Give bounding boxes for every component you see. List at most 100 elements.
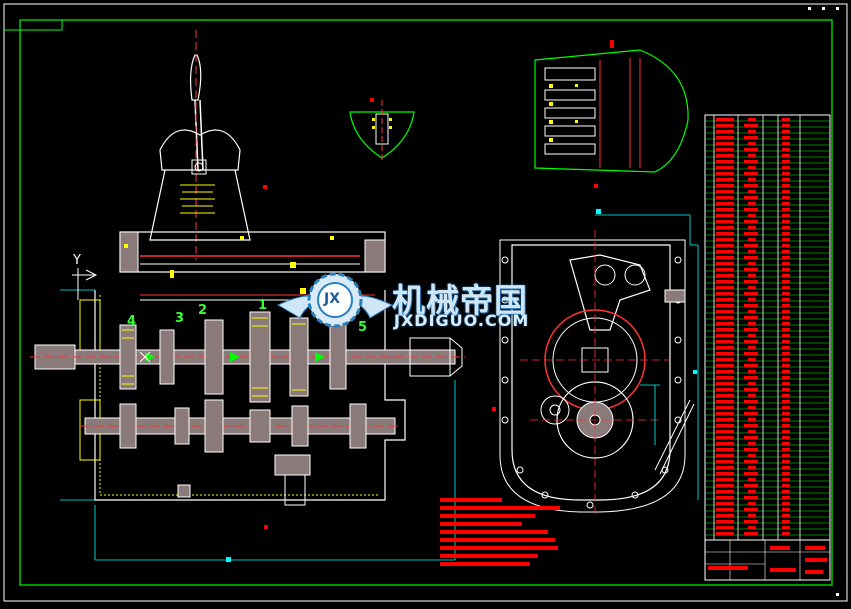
part-number-1: 1 — [258, 298, 268, 313]
table-cell-mark — [716, 190, 734, 193]
table-cell-mark — [716, 364, 734, 367]
table-cell-mark — [748, 478, 756, 481]
table-cell-mark — [716, 412, 734, 415]
table-cell-mark — [744, 448, 758, 451]
table-cell-mark — [782, 196, 790, 199]
table-cell-mark — [782, 370, 790, 373]
table-cell-mark — [748, 502, 756, 505]
table-cell-mark — [748, 190, 756, 193]
table-cell-mark — [744, 388, 758, 391]
table-cell-mark — [782, 316, 790, 319]
table-cell-mark — [782, 124, 790, 127]
table-cell-mark — [744, 520, 758, 523]
table-cell-mark — [782, 280, 790, 283]
table-cell-mark — [782, 274, 790, 277]
table-cell-mark — [744, 160, 758, 163]
table-cell-mark — [744, 196, 758, 199]
table-cell-mark — [716, 490, 734, 493]
watermark-title: 机械帝国 — [392, 281, 528, 320]
table-cell-mark — [716, 328, 734, 331]
table-cell-mark — [716, 526, 734, 529]
table-cell-mark — [748, 358, 756, 361]
table-cell-mark — [716, 244, 734, 247]
table-cell-mark — [744, 496, 758, 499]
table-cell-mark — [716, 310, 734, 313]
table-cell-mark — [782, 526, 790, 529]
end-view-dimensions — [595, 214, 699, 500]
table-cell-mark — [782, 334, 790, 337]
table-cell-mark — [716, 418, 734, 421]
table-cell-mark — [716, 268, 734, 271]
table-cell-mark — [748, 142, 756, 145]
table-cell-mark — [716, 136, 734, 139]
table-cell-mark — [716, 508, 734, 511]
table-cell-mark — [716, 502, 734, 505]
table-cell-mark — [782, 172, 790, 175]
table-cell-mark — [748, 454, 756, 457]
table-cell-mark — [716, 148, 734, 151]
table-cell-mark — [716, 298, 734, 301]
table-cell-mark — [716, 142, 734, 145]
table-cell-mark — [782, 268, 790, 271]
table-cell-mark — [782, 184, 790, 187]
table-cell-mark — [782, 322, 790, 325]
table-cell-mark — [716, 460, 734, 463]
part-number-3: 3 — [175, 311, 185, 326]
table-cell-mark — [716, 304, 734, 307]
table-cell-mark — [716, 124, 734, 127]
table-cell-mark — [782, 232, 790, 235]
table-cell-mark — [782, 364, 790, 367]
output-flange — [409, 337, 451, 377]
table-cell-mark — [744, 172, 758, 175]
table-cell-mark — [782, 136, 790, 139]
table-cell-mark — [748, 118, 756, 121]
table-cell-mark — [782, 148, 790, 151]
table-cell-mark — [716, 454, 734, 457]
table-cell-mark — [744, 244, 758, 247]
table-cell-mark — [744, 340, 758, 343]
table-cell-mark — [782, 376, 790, 379]
table-cell-mark — [716, 292, 734, 295]
table-cell-mark — [782, 298, 790, 301]
table-cell-mark — [744, 268, 758, 271]
table-cell-mark — [716, 496, 734, 499]
table-cell-mark — [716, 208, 734, 211]
main-section-view — [30, 30, 496, 562]
table-cell-mark — [716, 250, 734, 253]
table-cell-mark — [782, 202, 790, 205]
corner-tab — [4, 20, 63, 31]
table-cell-mark — [748, 262, 756, 265]
table-cell-mark — [716, 532, 734, 535]
end-section-view — [499, 209, 699, 515]
table-cell-mark — [782, 262, 790, 265]
table-cell-mark — [782, 190, 790, 193]
table-cell-mark — [782, 418, 790, 421]
table-cell-mark — [744, 424, 758, 427]
watermark-emblem-text: JX — [324, 291, 341, 307]
outer-sheet-border — [3, 3, 848, 602]
table-cell-mark — [748, 250, 756, 253]
table-cell-mark — [782, 142, 790, 145]
table-cell-mark — [716, 436, 734, 439]
drain-plug — [177, 484, 191, 498]
part-number-2: 2 — [198, 303, 208, 318]
table-cell-mark — [716, 274, 734, 277]
table-cell-mark — [782, 460, 790, 463]
table-cell-mark — [782, 400, 790, 403]
table-cell-mark — [744, 412, 758, 415]
watermark-emblem — [276, 272, 394, 328]
table-cell-mark — [748, 226, 756, 229]
table-cell-mark — [782, 292, 790, 295]
table-cell-mark — [748, 298, 756, 301]
table-cell-mark — [782, 256, 790, 259]
table-cell-mark — [782, 502, 790, 505]
table-cell-mark — [716, 334, 734, 337]
table-cell-mark — [744, 436, 758, 439]
table-cell-mark — [782, 250, 790, 253]
table-cell-mark — [748, 514, 756, 517]
table-cell-mark — [748, 466, 756, 469]
table-cell-mark — [716, 220, 734, 223]
table-cell-mark — [744, 208, 758, 211]
table-cell-mark — [748, 418, 756, 421]
